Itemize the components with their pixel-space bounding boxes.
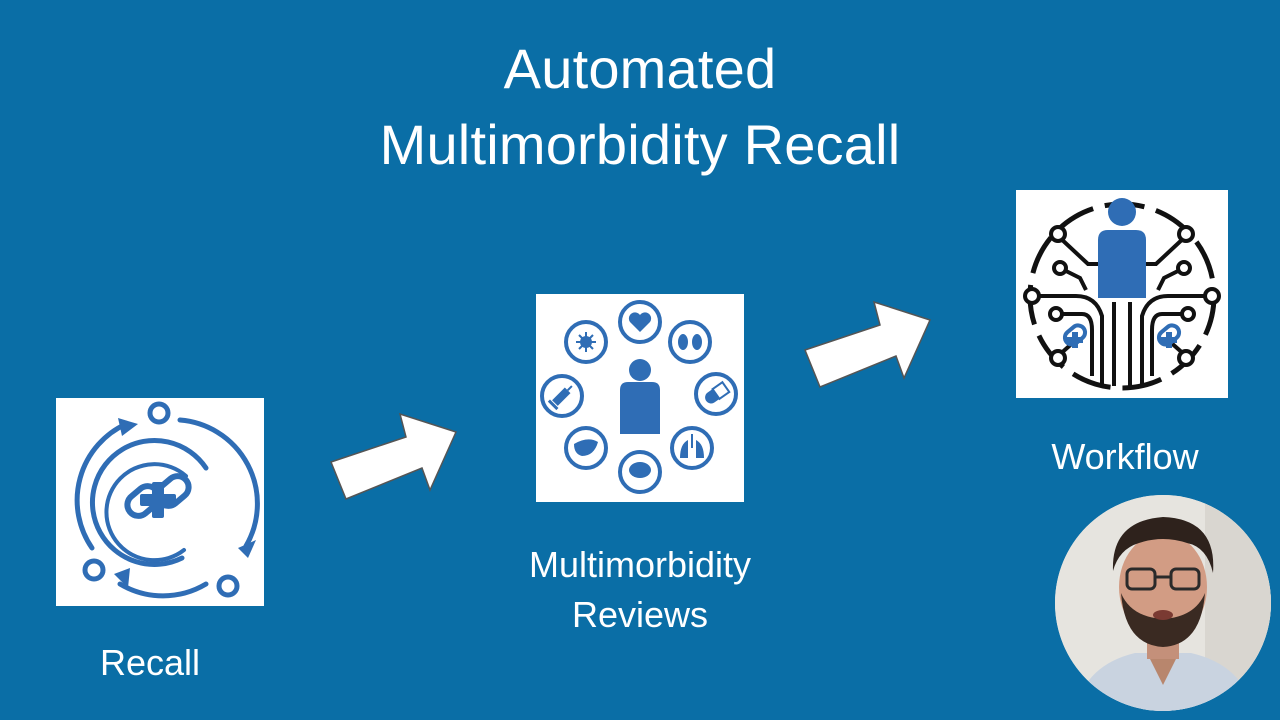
arrow-right-icon — [330, 412, 458, 500]
recall-label: Recall — [99, 642, 201, 683]
slide-title-line-2: Multimorbidity Recall — [379, 113, 901, 176]
arrow-right-icon — [804, 300, 932, 388]
person-icon — [620, 359, 660, 434]
workflow-label: Workflow — [1051, 436, 1199, 477]
recall-cycle-icon — [74, 401, 260, 599]
reviews-label-line-2: Reviews — [571, 594, 709, 635]
kidney-icon — [668, 320, 712, 364]
slide-title-line-1: Automated — [503, 37, 777, 100]
workflow-card — [1016, 190, 1228, 398]
reviews-label-line-1: Multimorbidity — [528, 544, 752, 585]
presenter-webcam — [1055, 495, 1271, 711]
multimorbidity-reviews-card — [536, 294, 744, 502]
presenter-avatar — [1055, 495, 1271, 711]
workflow-network-icon — [1023, 198, 1221, 391]
multimorbidity-reviews-icon — [540, 300, 738, 494]
person-icon — [1098, 198, 1146, 298]
recall-card — [56, 398, 264, 606]
